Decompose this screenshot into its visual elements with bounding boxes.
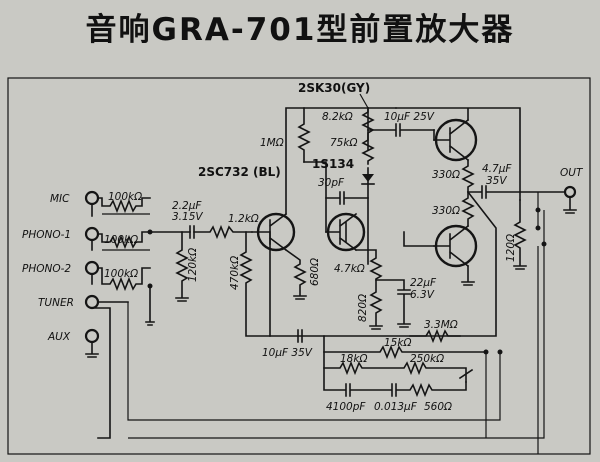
r-gnd [175, 231, 189, 302]
c-in-label: 2.2μF [172, 200, 202, 212]
r-ph2-label: 100kΩ [104, 268, 138, 280]
input-label-mic: MIC [50, 193, 70, 205]
c-4100p-label: 4100pF [326, 401, 366, 413]
page-title: 音响GRA-701型前置放大器 [85, 12, 515, 48]
ground-out [563, 196, 577, 214]
input-grounds [85, 203, 111, 439]
r-in-label: 1.2kΩ [228, 213, 259, 225]
frame [7, 77, 591, 455]
r-1m-label: 1MΩ [260, 137, 284, 149]
wire-q3-collector [395, 107, 521, 201]
r-250k-label: 250kΩ [410, 353, 444, 365]
c-30p [325, 191, 369, 205]
wire-q4-base [403, 231, 435, 247]
switch-contact-e [497, 349, 503, 355]
r-330a-label: 330Ω [432, 169, 460, 181]
c-0013-label: 0.013μF [374, 401, 418, 413]
r-bias [239, 231, 461, 337]
r-8k2-75k [361, 107, 375, 165]
r-120-label: 120Ω [505, 234, 517, 262]
r-gnd-label: 120kΩ [187, 248, 199, 282]
jack-aux [84, 328, 100, 344]
c-fb [297, 329, 303, 343]
r-560-label: 560Ω [424, 401, 452, 413]
switch-contact-a [535, 207, 541, 213]
r-phono1 [97, 231, 151, 250]
input-label-tuner: TUNER [38, 297, 74, 309]
wire-q1-collector [285, 107, 397, 215]
ground-sel [145, 285, 155, 326]
c-out-v-label: 35V [486, 175, 507, 187]
r-4k7-label: 4.7kΩ [334, 263, 365, 275]
pot-arrow [458, 368, 474, 380]
c-4100p-0013-r560 [323, 335, 467, 398]
wire-q1-q2 [303, 161, 327, 233]
r-4k7-820 [355, 249, 383, 330]
input-label-phono1: PHONO-1 [22, 229, 71, 241]
fet-label: 2SK30(GY) [298, 81, 370, 95]
jack-phono2 [84, 260, 100, 276]
r-mic-label: 100kΩ [108, 191, 142, 203]
r-18k-label: 18kΩ [340, 353, 367, 365]
c-22u [375, 279, 411, 328]
c-10u25 [367, 123, 435, 137]
r-3m3 [409, 190, 497, 344]
r-680-label: 680Ω [309, 258, 321, 286]
c-fb-label: 10μF 35V [262, 347, 313, 359]
r-120 [513, 199, 527, 270]
c-in-v-label: 3.15V [172, 211, 203, 223]
c-out-label: 4.7μF [482, 163, 512, 175]
c-30p-label: 30pF [318, 177, 345, 189]
jack-phono1 [84, 226, 100, 242]
r-1m [297, 107, 311, 163]
jack-out [563, 185, 577, 199]
r-in [193, 224, 253, 240]
c-10u25-label: 10μF 25V [384, 111, 435, 123]
jack-mic [84, 190, 100, 206]
switch-lines-bottom [127, 302, 501, 438]
r-8k2-label: 8.2kΩ [322, 111, 353, 123]
diode-1s134 [362, 174, 374, 182]
switch-contact-c [541, 241, 547, 247]
q3-leads [433, 118, 470, 162]
r-680 [284, 248, 307, 300]
output-label: OUT [560, 167, 584, 179]
r-820-label: 820Ω [357, 294, 369, 322]
input-label-phono2: PHONO-2 [22, 263, 71, 275]
r-bias-label: 470kΩ [229, 256, 241, 290]
c-out [467, 185, 571, 199]
q1-label: 2SC732 (BL) [198, 165, 281, 179]
switch-contact-b [535, 225, 541, 231]
q2-leads [325, 212, 358, 252]
jack-tuner [84, 294, 100, 310]
r-ph1-label: 100kΩ [104, 234, 138, 246]
r-330b-label: 330Ω [432, 205, 460, 217]
r-3m3-label: 3.3MΩ [424, 319, 458, 331]
diode-label: 1S134 [312, 157, 354, 171]
r-15k [323, 344, 487, 360]
r-18k-250k [323, 360, 467, 383]
selector-lines [102, 213, 150, 251]
c-22u-label: 22μF [410, 277, 437, 289]
r-mic [97, 197, 151, 214]
c-22u-v-label: 6.3V [410, 289, 435, 301]
r-75k-label: 75kΩ [330, 137, 357, 149]
r-15k-label: 15kΩ [384, 337, 411, 349]
input-label-aux: AUX [47, 331, 71, 343]
q4-leads [433, 224, 470, 268]
ground-q4 [461, 265, 475, 286]
fet-leader [359, 93, 369, 109]
r-phono2 [97, 267, 151, 292]
